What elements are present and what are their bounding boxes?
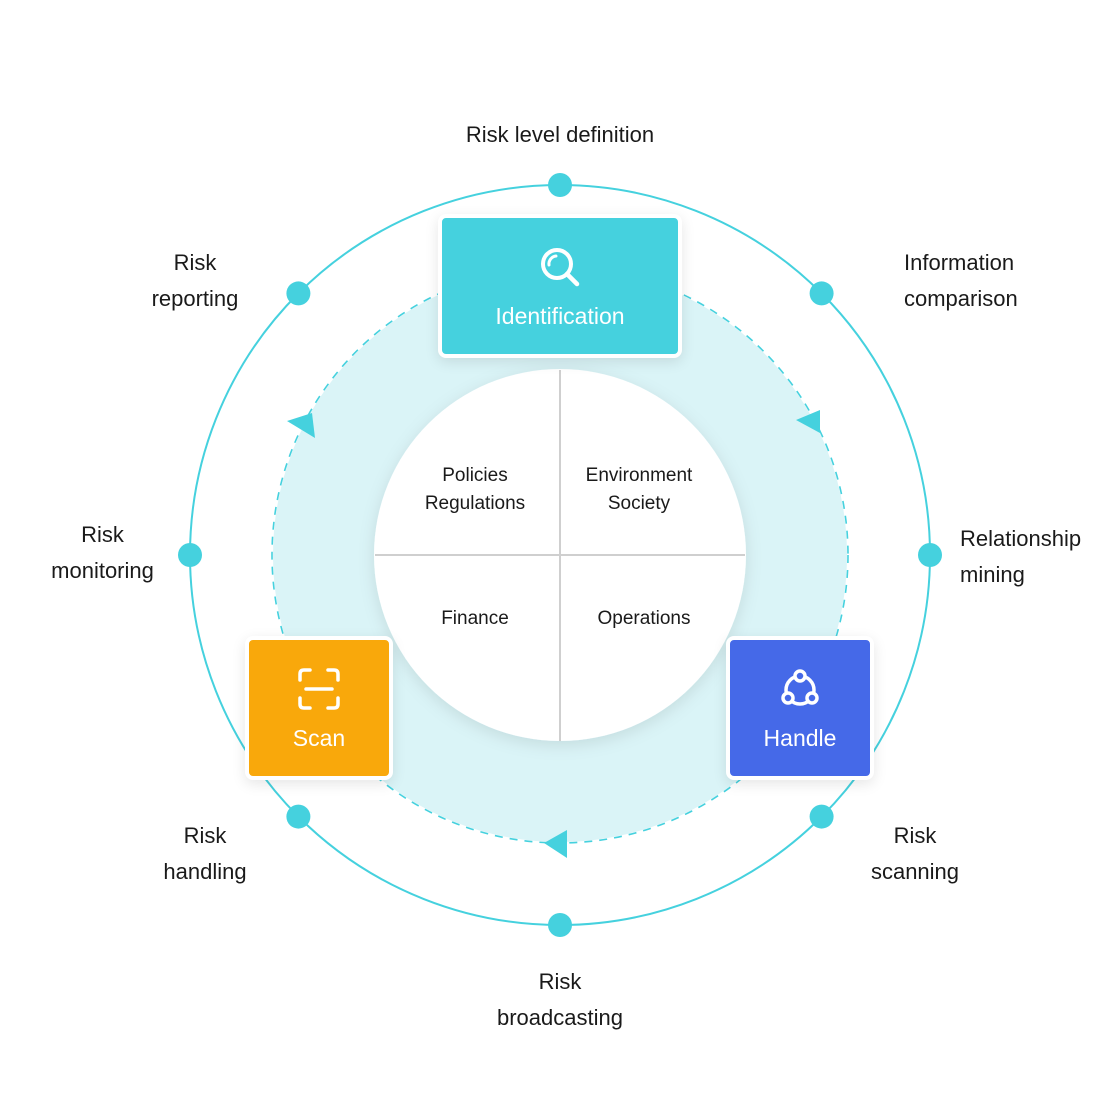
ring-dot-risk-reporting bbox=[286, 281, 311, 306]
stage-card-scan: Scan bbox=[245, 636, 393, 780]
stage-label-identification: Identification bbox=[495, 302, 625, 329]
ring-dot-risk-monitoring bbox=[178, 543, 202, 567]
quadrant-operations: Operations bbox=[597, 608, 691, 629]
step-relationship-mining: Relationship mining bbox=[960, 526, 1082, 587]
stage-label-handle: Handle bbox=[763, 724, 837, 751]
step-risk-level-definition: Risk level definition bbox=[465, 122, 655, 147]
cycle-arrow-left bbox=[287, 413, 315, 438]
step-risk-handling: Risk handling bbox=[163, 823, 247, 884]
step-risk-broadcasting: Risk broadcasting bbox=[497, 969, 623, 1030]
ring-dot-information-comparison bbox=[809, 281, 834, 306]
quadrant-policies-regulations: Policies Regulations bbox=[424, 465, 526, 514]
step-risk-monitoring: Risk monitoring bbox=[51, 522, 154, 583]
stage-label-scan: Scan bbox=[292, 724, 346, 751]
ring-dot-risk-scanning bbox=[809, 804, 834, 829]
quadrant-environment-society: Environment Society bbox=[585, 465, 693, 514]
step-risk-reporting: Risk reporting bbox=[151, 250, 239, 311]
step-risk-scanning: Risk scanning bbox=[870, 823, 960, 884]
scan-icon bbox=[298, 667, 340, 710]
ring-dot-risk-broadcasting bbox=[548, 913, 572, 937]
stage-card-identification: Identification bbox=[438, 214, 682, 358]
network-icon bbox=[781, 668, 819, 706]
cycle-arrow-right bbox=[796, 410, 820, 433]
ring-dot-risk-handling bbox=[286, 804, 311, 829]
cycle-arrow-bottom bbox=[544, 830, 567, 858]
step-information-comparison: Information comparison bbox=[904, 250, 1018, 311]
stage-card-handle: Handle bbox=[726, 636, 874, 780]
search-icon bbox=[541, 247, 580, 286]
quadrant-finance: Finance bbox=[441, 608, 509, 629]
ring-dot-relationship-mining bbox=[918, 543, 942, 567]
ring-dot-risk-level-definition bbox=[548, 173, 572, 197]
